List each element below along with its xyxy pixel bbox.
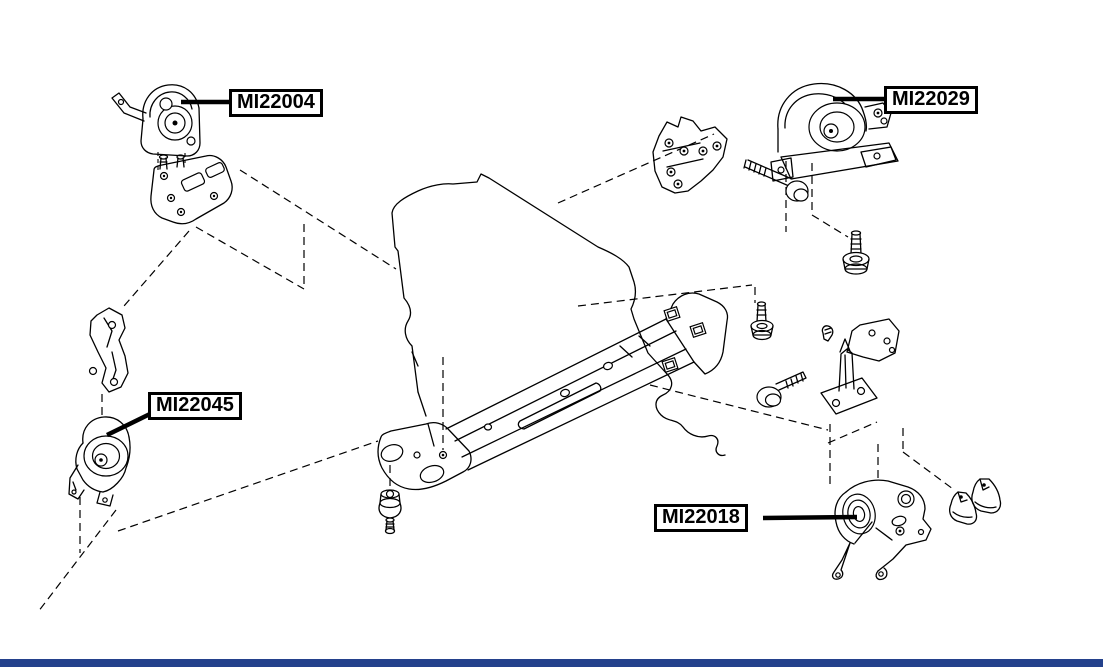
left-mount-bracket — [88, 307, 129, 393]
front-mount-bracket — [150, 154, 233, 225]
stopper-wedges — [949, 478, 1002, 525]
flange-bolt-middle — [750, 301, 774, 341]
left-engine-mount — [68, 416, 131, 507]
long-mount-bolt-lower — [756, 371, 807, 408]
rear-engine-mount — [831, 479, 932, 581]
label-pointer-lines — [106, 96, 885, 521]
flange-bolt-upper — [842, 230, 870, 275]
upper-right-bracket — [652, 116, 728, 194]
part-number-callout-mi22045: MI22045 — [148, 392, 242, 420]
grommet-and-bolt — [378, 489, 402, 535]
assembly-guide-lines — [37, 133, 954, 613]
long-mount-bolt-upper — [743, 159, 809, 202]
front-crossmember — [377, 292, 729, 491]
part-number-callout-mi22004: MI22004 — [229, 89, 323, 117]
right-engine-mount — [770, 82, 899, 182]
part-number-callout-mi22029: MI22029 — [884, 86, 978, 114]
part-number-callout-mi22018: MI22018 — [654, 504, 748, 532]
footer-accent-bar — [0, 659, 1103, 667]
engine-block-outline — [391, 173, 726, 457]
front-engine-mount — [111, 84, 201, 172]
side-mount-pedestal-bracket — [820, 318, 900, 415]
